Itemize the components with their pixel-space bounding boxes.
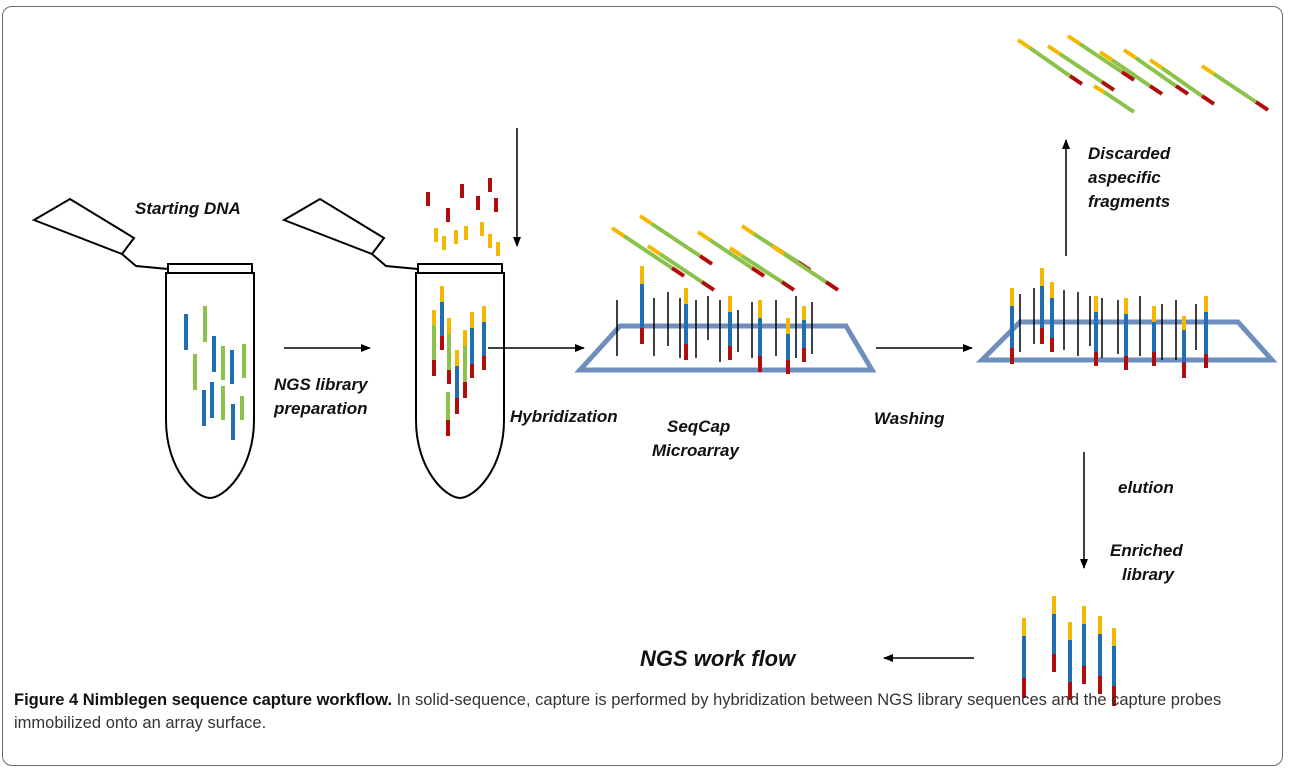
- discarded-fragment: [1160, 66, 1204, 98]
- label-ngs-library-line1: NGS library: [274, 375, 369, 394]
- discarded-fragment: [1200, 94, 1216, 106]
- discarded-fragments: [1016, 34, 1270, 114]
- floating-fragment: [658, 252, 704, 284]
- discarded-fragment: [1148, 84, 1164, 96]
- tube-1-dna-fragments: [184, 306, 246, 440]
- floating-fragment: [696, 230, 712, 242]
- discarded-fragment: [1110, 58, 1152, 88]
- seqcap-microarray: [574, 214, 877, 374]
- label-seqcap-line1: SeqCap: [667, 417, 730, 436]
- discarded-fragment: [1078, 42, 1124, 74]
- floating-fragment: [650, 222, 702, 258]
- tube-1-rim: [167, 263, 253, 274]
- label-seqcap-line2: Microarray: [652, 441, 740, 460]
- discarded-fragment: [1046, 44, 1062, 56]
- label-ngs-library-line2: preparation: [273, 399, 368, 418]
- tube-2-library-fragments: [432, 286, 486, 436]
- label-enriched-line2: library: [1122, 565, 1176, 584]
- enriched-library-fragments: [1022, 596, 1116, 706]
- floating-fragment: [824, 280, 840, 292]
- floating-fragment: [646, 244, 662, 256]
- floating-fragment: [698, 254, 714, 266]
- discarded-fragment: [1066, 34, 1082, 46]
- discarded-fragment: [1212, 72, 1258, 104]
- floating-fragment: [728, 246, 744, 258]
- discarded-fragment: [1174, 84, 1190, 96]
- floating-fragment: [700, 280, 716, 292]
- floating-fragment: [622, 234, 674, 270]
- tube-2-hinge: [371, 253, 419, 270]
- figure-frame: [2, 6, 1283, 766]
- discarded-fragment: [1092, 84, 1106, 94]
- tube-1-body: [165, 272, 255, 500]
- tube-2-lid: [281, 197, 386, 256]
- caption-title: Figure 4 Nimblegen sequence capture work…: [14, 691, 393, 709]
- label-discarded-line3: fragments: [1088, 192, 1170, 211]
- discarded-fragment: [1068, 74, 1084, 86]
- floating-fragment: [770, 244, 786, 256]
- array-1-floating-fragments: [610, 214, 840, 292]
- floating-fragment: [638, 214, 654, 226]
- label-starting-dna: Starting DNA: [135, 199, 241, 218]
- discarded-fragment: [1102, 90, 1136, 114]
- tube-2-body: [415, 272, 505, 500]
- label-discarded-line1: Discarded: [1088, 144, 1171, 163]
- label-discarded-line2: aspecific: [1088, 168, 1161, 187]
- label-ngs-workflow: NGS work flow: [640, 646, 797, 671]
- discarded-fragment: [1016, 38, 1032, 50]
- floating-fragment: [740, 254, 784, 284]
- tube-2-rim: [417, 263, 503, 274]
- tube-1-lid: [31, 197, 136, 256]
- discarded-fragment: [1120, 70, 1136, 82]
- discarded-fragment: [1122, 48, 1138, 60]
- discarded-fragment: [1200, 64, 1216, 76]
- discarded-fragment: [1058, 52, 1104, 84]
- figure-caption: Figure 4 Nimblegen sequence capture work…: [14, 689, 1264, 735]
- floating-fragment: [708, 238, 754, 270]
- floating-fragment: [750, 266, 766, 278]
- floating-fragment: [670, 266, 686, 278]
- floating-fragment: [740, 224, 756, 236]
- label-enriched-line1: Enriched: [1110, 541, 1183, 560]
- washed-microarray: [975, 268, 1278, 378]
- capture-probes-pool: [426, 178, 500, 256]
- floating-fragment: [780, 280, 796, 292]
- discarded-fragment: [1100, 80, 1116, 92]
- tube-library: [281, 197, 505, 500]
- label-hybridization: Hybridization: [510, 407, 618, 426]
- label-elution: elution: [1118, 478, 1174, 497]
- array-slide-2: [975, 319, 1278, 363]
- label-washing: Washing: [874, 409, 945, 428]
- tube-starting-dna: [31, 197, 255, 500]
- array-slide-1: [574, 323, 877, 373]
- tube-1-hinge: [121, 253, 169, 270]
- discarded-fragment: [1134, 56, 1178, 88]
- floating-fragment: [782, 252, 828, 284]
- array-1-probes: [616, 266, 813, 374]
- discarded-fragment: [1148, 58, 1164, 70]
- discarded-fragment: [1254, 100, 1270, 112]
- discarded-fragment: [1028, 46, 1072, 78]
- floating-fragment: [610, 226, 626, 238]
- caption-text: In solid-sequence, capture is performed …: [14, 691, 1222, 732]
- discarded-fragment: [1098, 50, 1114, 62]
- array-2-probes: [1010, 268, 1208, 378]
